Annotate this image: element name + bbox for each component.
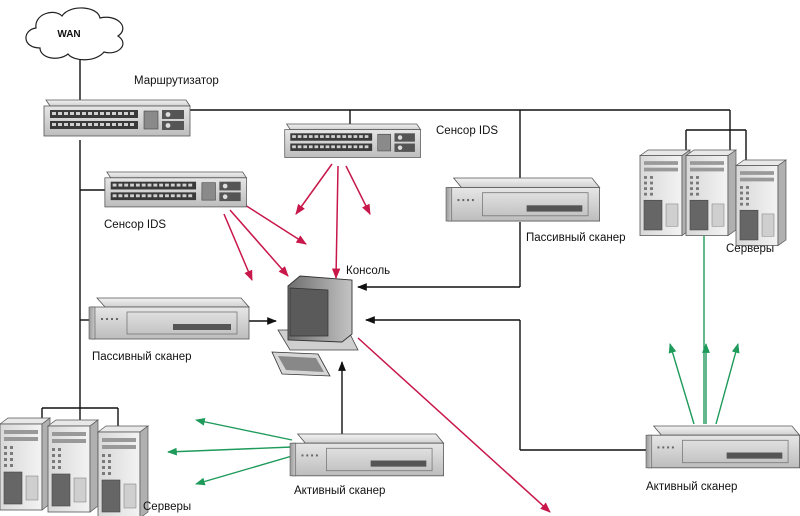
wan-cloud-icon: WAN — [25, 7, 124, 61]
servers-left-label: Серверы — [143, 501, 191, 513]
server-tower-icon — [0, 417, 51, 511]
console-label: Консоль — [346, 265, 390, 277]
ids-sensor-left-device — [104, 171, 247, 208]
servers-right-group — [639, 149, 787, 247]
ids-sensor-top-label: Сенсор IDS — [436, 125, 498, 137]
active-scanner-right-label: Активный сканер — [646, 481, 737, 493]
router-device — [43, 99, 191, 137]
servers-right-label: Серверы — [726, 243, 774, 255]
servers-left-group — [0, 417, 149, 516]
ids-sensor-top-device — [284, 123, 421, 158]
server-tower-icon — [97, 425, 149, 516]
network-links — [41, 50, 747, 451]
server-tower-icon — [47, 419, 99, 513]
passive-scanner-left-device — [88, 297, 250, 340]
active-scanner-right-device — [645, 425, 800, 469]
server-tower-icon — [735, 159, 787, 247]
passive-scanner-left-label: Пассивный сканер — [92, 351, 192, 363]
router-label: Маршрутизатор — [134, 75, 219, 87]
console-computer-icon — [271, 275, 359, 377]
active-scanner-center-device — [289, 433, 445, 477]
wan-label: WAN — [57, 29, 80, 40]
ids-sensor-left-label: Сенсор IDS — [104, 219, 166, 231]
passive-scanner-right-device — [445, 177, 601, 222]
passive-scanner-right-label: Пассивный сканер — [526, 232, 626, 244]
ids-event-links — [223, 163, 551, 513]
server-tower-icon — [685, 149, 737, 237]
server-tower-icon — [639, 149, 691, 237]
active-scanner-center-label: Активный сканер — [294, 485, 385, 497]
active-scan-links — [167, 236, 740, 486]
